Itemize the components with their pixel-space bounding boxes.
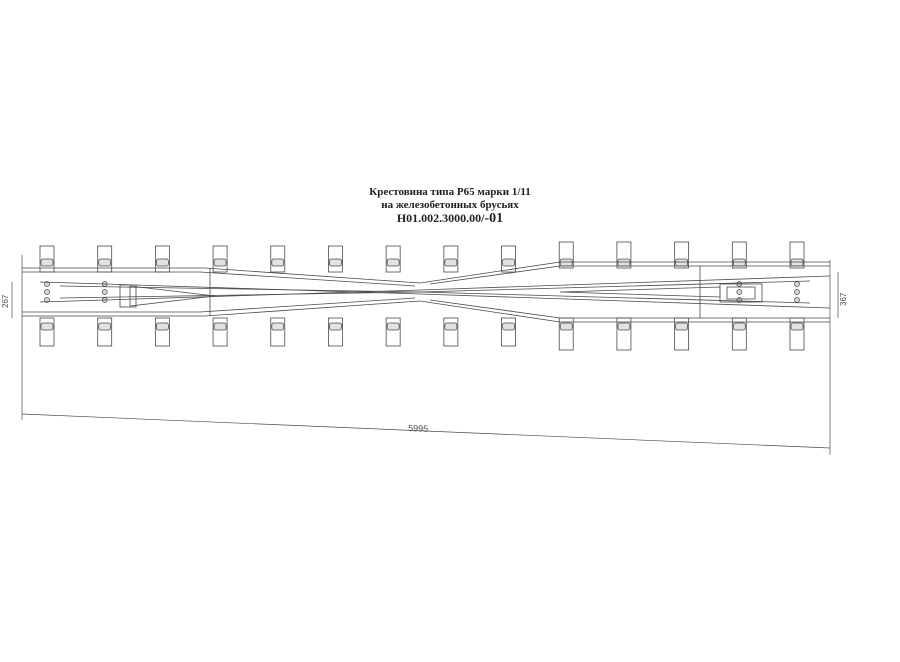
- sleeper-upper-plate: [674, 241, 690, 269]
- rail-clip: [444, 258, 458, 267]
- sleeper-lower-plate: [270, 317, 286, 347]
- right-lower-rail-inner: [429, 299, 830, 319]
- bolt: [794, 281, 800, 287]
- bolt: [44, 289, 50, 295]
- bolt: [794, 297, 800, 303]
- rail-clip: [329, 322, 342, 331]
- drawing-code-number: Н01.002.3000.00/: [396, 211, 485, 225]
- rail-clip: [617, 258, 631, 267]
- sleeper-lower-plate: [501, 317, 516, 347]
- rail-clip: [617, 322, 631, 331]
- rail-clip: [444, 322, 458, 331]
- right-upper-rail-inner: [429, 265, 830, 285]
- sleeper-upper-plate: [616, 241, 632, 269]
- sleeper-upper-plate: [558, 241, 574, 269]
- right-lower-rail: [419, 300, 830, 323]
- rail-clip: [559, 322, 573, 331]
- sleeper-lower-plate: [212, 317, 228, 347]
- frog-point-left: [129, 285, 216, 307]
- title-line-1: Крестовина типа Р65 марки 1/11: [369, 186, 531, 198]
- overall-length-label: 5995: [408, 423, 428, 434]
- sleeper-lower-plate: [328, 317, 343, 347]
- left-lower-rail-inner: [22, 297, 416, 313]
- sleeper-lower-plate: [97, 317, 113, 347]
- left-upper-rail: [22, 267, 421, 284]
- rail-clip: [155, 258, 169, 267]
- right-width-label: 367: [839, 292, 848, 306]
- sleeper-lower-plate: [154, 317, 170, 347]
- right-block-inner: [726, 286, 756, 300]
- rail-clip: [98, 258, 112, 267]
- rail-clip: [213, 258, 227, 267]
- left-block: [119, 284, 137, 308]
- bolt: [101, 289, 108, 295]
- left-lower-rail: [22, 300, 421, 317]
- rail-clip: [675, 322, 689, 331]
- crossing-rail-a: [39, 281, 831, 309]
- rail-clip: [40, 258, 54, 267]
- rail-clip: [790, 258, 804, 267]
- bolt: [794, 289, 800, 295]
- sleeper-lower-plate: [385, 317, 401, 347]
- sleeper-lower-plate: [39, 317, 55, 347]
- title-line-2: на железобетонных брусьях: [381, 199, 519, 211]
- rail-clip: [502, 258, 515, 267]
- sleeper-upper-plate: [501, 245, 516, 273]
- rail-clip: [386, 322, 400, 331]
- rails: [22, 261, 831, 323]
- drawing-code: Н01.002.3000.00/-01: [300, 211, 600, 226]
- rail-clip: [271, 322, 285, 331]
- rail-clip: [155, 322, 169, 331]
- sleeper-upper-plate: [731, 241, 747, 269]
- rail-clip: [675, 258, 689, 267]
- sleeper-upper-plate: [270, 245, 286, 273]
- sleeper-upper-plate: [789, 241, 805, 269]
- rail-clip: [732, 322, 746, 331]
- sleeper-lower-plate: [443, 317, 459, 347]
- left-width-label: 267: [1, 294, 10, 308]
- rail-clip: [329, 258, 342, 267]
- rail-clip: [732, 258, 746, 267]
- right-upper-rail: [419, 261, 830, 284]
- sleeper-upper-plate: [328, 245, 343, 273]
- overall-length-line: [21, 413, 831, 449]
- frog-point-right: [559, 286, 721, 298]
- rail-clip: [98, 322, 112, 331]
- bolt: [736, 289, 743, 295]
- sleeper-upper-plate: [212, 245, 228, 273]
- dimension-lines: [11, 255, 839, 455]
- drawing-code-suffix: -01: [484, 211, 504, 226]
- rail-clip: [559, 258, 573, 267]
- crossing-rail-b: [39, 275, 831, 303]
- rail-clip: [386, 258, 400, 267]
- rail-clip: [790, 322, 804, 331]
- rail-clip: [213, 322, 227, 331]
- right-block: [719, 283, 763, 303]
- rail-clip: [40, 322, 54, 331]
- sleeper-upper-plate: [385, 245, 401, 273]
- rail-clip: [271, 258, 285, 267]
- sleeper-upper-plate: [443, 245, 459, 273]
- bolt: [44, 297, 50, 303]
- rail-clip: [502, 322, 515, 331]
- crossing-rail-d: [59, 280, 811, 299]
- drawing-title: Крестовина типа Р65 марки 1/11 на железо…: [300, 186, 600, 226]
- left-upper-rail-inner: [22, 271, 416, 287]
- bolt: [44, 281, 50, 287]
